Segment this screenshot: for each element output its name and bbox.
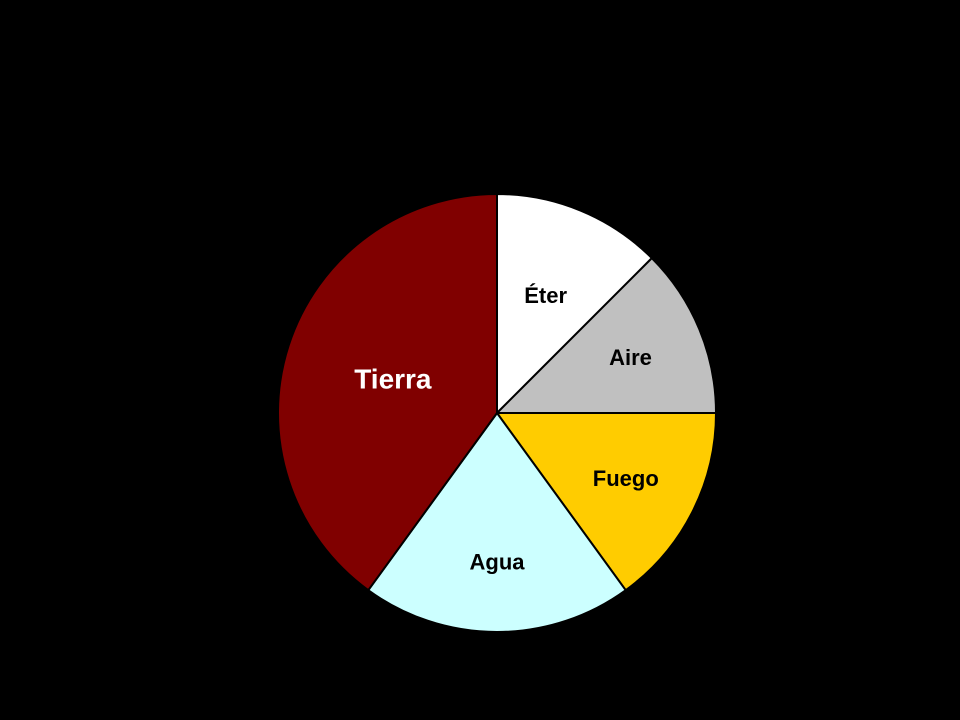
- pie-label-tierra: Tierra: [354, 364, 432, 395]
- pie-slice-eter: [496, 193, 653, 414]
- pie-slices: [277, 193, 717, 633]
- pie-label-aire: Aire: [609, 345, 652, 370]
- pie-slice-fuego: [496, 412, 717, 592]
- pie-label-eter: Éter: [524, 283, 567, 308]
- pie-slice-agua: [367, 412, 627, 633]
- pie-label-fuego: Fuego: [593, 466, 659, 491]
- pie-slice-tierra: [277, 193, 498, 592]
- pie-slice-aire: [496, 257, 717, 414]
- pie-label-agua: Agua: [470, 549, 526, 574]
